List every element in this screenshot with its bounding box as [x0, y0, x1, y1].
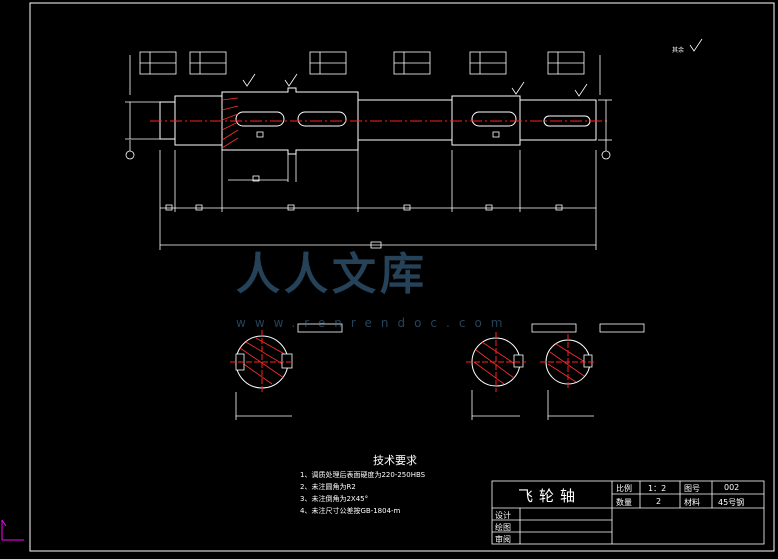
roughness-note: 其余: [672, 46, 684, 54]
watermark-url: www.renrendoc.com: [236, 316, 512, 330]
dimension-lines: [125, 55, 612, 250]
tech-requirements-title: 技术要求: [373, 454, 417, 467]
scale-label: 比例: [616, 484, 632, 493]
material-value: 45号钢: [718, 498, 745, 507]
design-label: 设计: [495, 511, 511, 520]
part-name: 飞轮轴: [518, 487, 582, 505]
drawing-border: [29, 2, 775, 552]
section-view-a: [230, 323, 343, 420]
scale-value: 1：2: [648, 484, 667, 493]
review-label: 审阅: [495, 535, 511, 544]
datum-symbols: [125, 140, 611, 160]
title-block: [491, 480, 765, 545]
roughness-symbols: [242, 38, 703, 97]
tech-requirement-3: 3、未注倒角为2X45°: [300, 495, 369, 503]
ucs-axis-icon: [1, 519, 24, 541]
section-view-b: [466, 323, 577, 420]
shaft-main-view: [159, 87, 597, 155]
drawing-no-value: 002: [724, 483, 740, 492]
tech-requirement-1: 1、调质处理后表面硬度为220-250HBS: [300, 471, 426, 479]
drawing-no-label: 图号: [684, 484, 700, 493]
tech-requirement-4: 4、未注尺寸公差按GB-1804-m: [300, 507, 401, 515]
drafting-label: 绘图: [495, 523, 511, 532]
section-view-c: [540, 323, 645, 420]
dimension-boxes: [165, 131, 563, 249]
material-label: 材料: [684, 498, 700, 507]
quantity-value: 2: [656, 497, 662, 506]
tolerance-frames: [139, 51, 585, 75]
tech-requirement-2: 2、未注圆角为R2: [300, 483, 356, 491]
quantity-label: 数量: [616, 498, 632, 507]
section-hatch: [221, 97, 239, 149]
tech-requirements: 技术要求 1、调质处理后表面硬度为220-250HBS 2、未注圆角为R2 3、…: [300, 455, 490, 517]
watermark-text: 人人文库: [236, 249, 428, 300]
